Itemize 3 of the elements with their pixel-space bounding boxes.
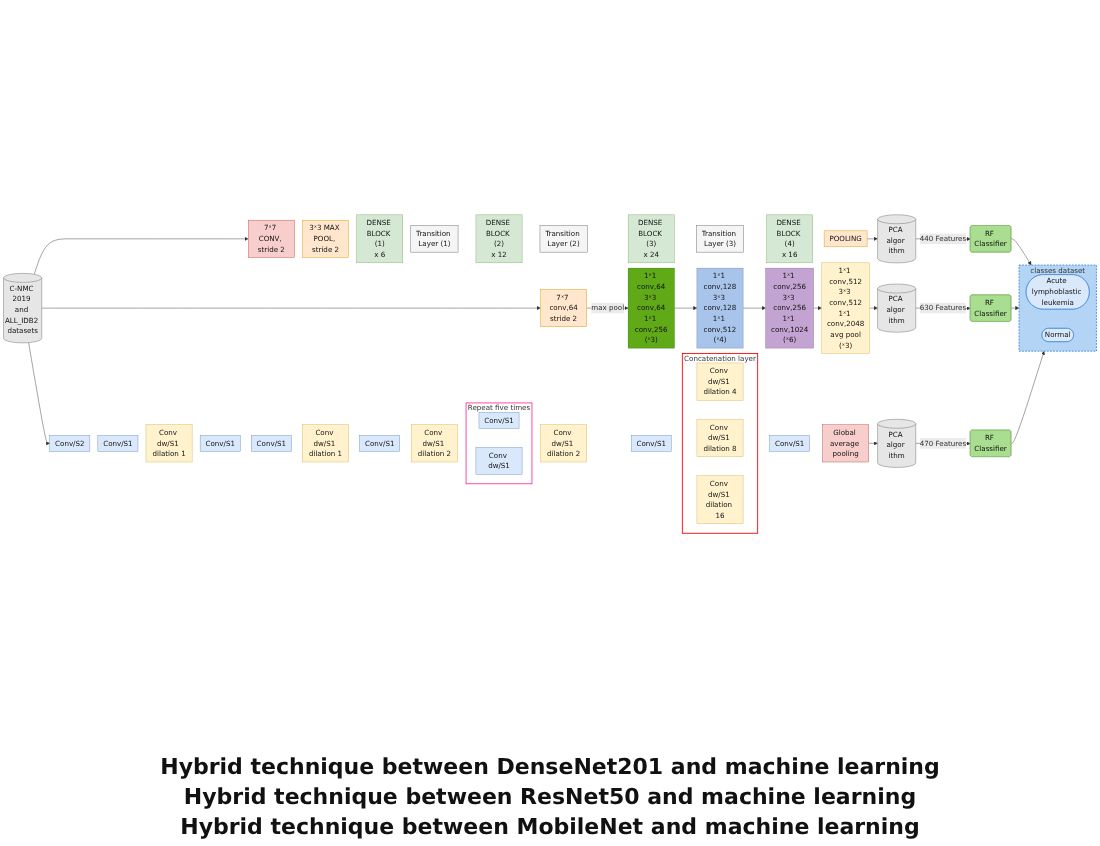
caption-text: Hybrid technique between ResNet50 and machine learning <box>183 784 917 810</box>
caption-text: Hybrid technique between DenseNet201 and machine learning <box>160 754 940 780</box>
caption-text: Hybrid technique between MobileNet and machine learning <box>180 814 920 840</box>
